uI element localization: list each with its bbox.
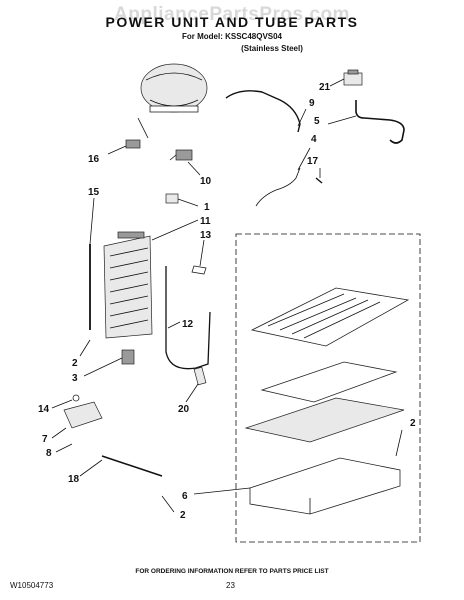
leader-lines bbox=[51, 78, 403, 513]
callout-12: 12 bbox=[182, 319, 194, 330]
callout-5: 5 bbox=[314, 116, 320, 127]
part-16-harness bbox=[125, 117, 149, 149]
callout-9: 9 bbox=[309, 98, 315, 109]
part-3-bracket bbox=[121, 349, 135, 365]
page-number: 23 bbox=[226, 581, 235, 590]
callout-15: 15 bbox=[88, 187, 100, 198]
ordering-note: FOR ORDERING INFORMATION REFER TO PARTS … bbox=[135, 568, 329, 575]
callout-14: 14 bbox=[38, 404, 50, 415]
model-label: For Model: KSSC48QVS04 bbox=[181, 32, 283, 41]
part-1-bracket bbox=[165, 193, 179, 204]
watermark: AppliancePartsPros.com bbox=[114, 4, 350, 25]
variant-label: (Stainless Steel) bbox=[241, 44, 303, 53]
callout-1: 1 bbox=[204, 202, 210, 213]
part-5-tube bbox=[355, 100, 405, 144]
callout-11: 11 bbox=[200, 216, 211, 227]
part-20-fitting bbox=[193, 366, 207, 386]
part-21-relay bbox=[343, 69, 363, 86]
cover-panel bbox=[244, 397, 405, 443]
part-7-bracket bbox=[63, 394, 103, 429]
part-9-tube bbox=[225, 90, 301, 133]
callout-20: 20 bbox=[178, 404, 190, 415]
document-number: W10504773 bbox=[10, 581, 54, 590]
callout-8: 8 bbox=[46, 448, 52, 459]
assembly-boundary bbox=[235, 233, 421, 543]
callout-17: 17 bbox=[307, 156, 319, 167]
compressor bbox=[140, 63, 208, 113]
evaporator-tray bbox=[250, 287, 410, 347]
callout-4: 4 bbox=[311, 134, 317, 145]
part-10-plug bbox=[169, 149, 193, 161]
callout-21: 21 bbox=[319, 82, 331, 93]
part-18-rod bbox=[101, 455, 163, 477]
callout-7: 7 bbox=[42, 434, 48, 445]
callout-6: 6 bbox=[182, 491, 188, 502]
callout-2-c: 2 bbox=[410, 418, 416, 429]
callout-10: 10 bbox=[200, 176, 212, 187]
callout-2-a: 2 bbox=[72, 358, 78, 369]
part-6-base-pan bbox=[249, 457, 401, 515]
page-title: POWER UNIT AND TUBE PARTS bbox=[105, 14, 359, 30]
part-12-drain-tube bbox=[165, 266, 211, 370]
part-4-capillary bbox=[255, 167, 301, 207]
insulation-panel bbox=[260, 361, 398, 403]
part-13-clip bbox=[191, 265, 207, 275]
callout-18: 18 bbox=[68, 474, 80, 485]
callout-2-b: 2 bbox=[180, 510, 186, 521]
callout-13: 13 bbox=[200, 230, 212, 241]
part-11-condenser bbox=[103, 231, 153, 339]
callout-16: 16 bbox=[88, 154, 100, 165]
callout-3: 3 bbox=[72, 373, 78, 384]
part-17-clip bbox=[315, 177, 323, 184]
